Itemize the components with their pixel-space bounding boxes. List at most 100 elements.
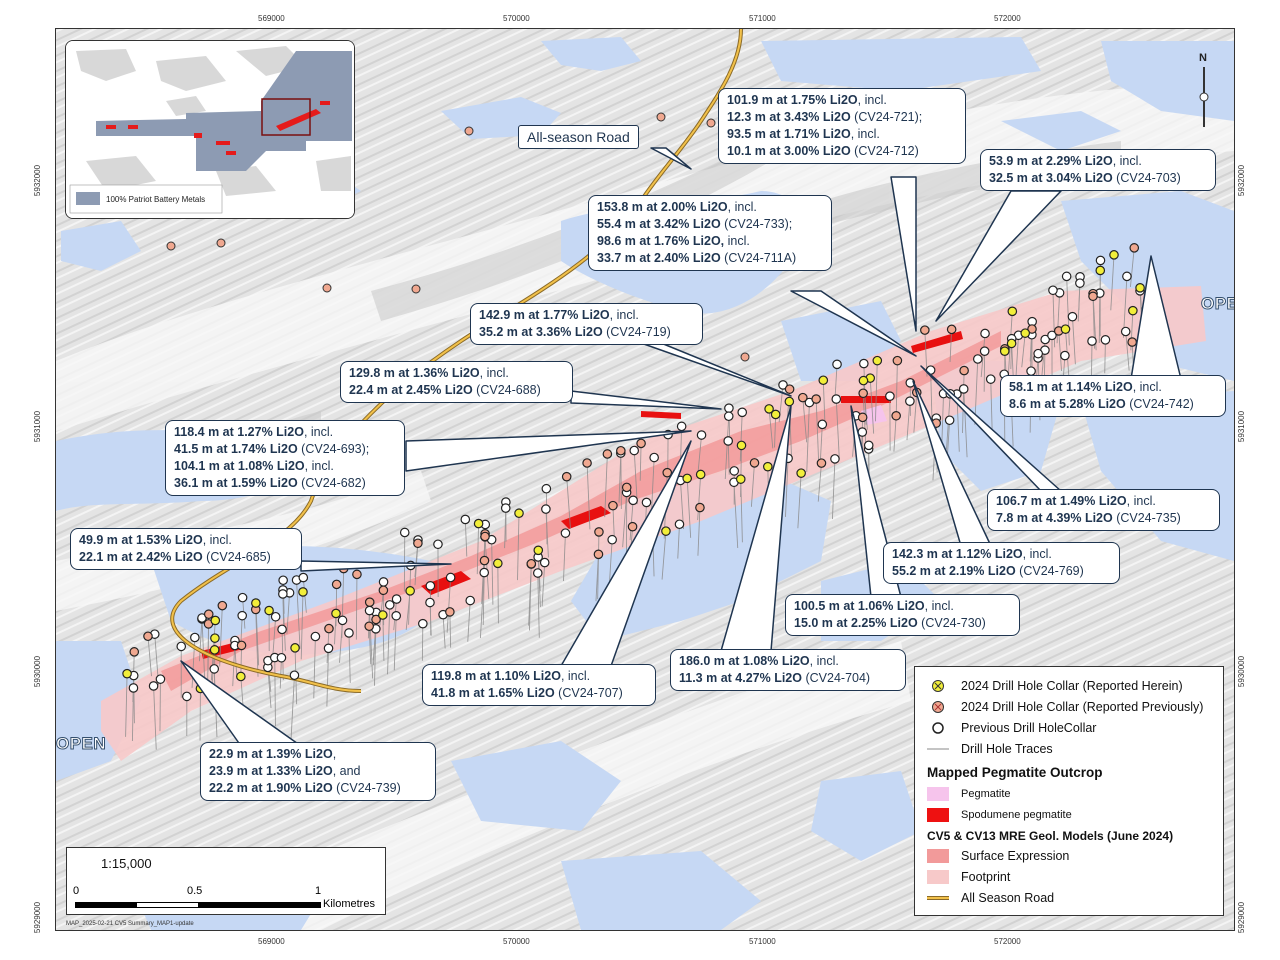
collar-old bbox=[433, 539, 443, 550]
callout-line: 22.2 m at 1.90% Li2O (CV24-739) bbox=[209, 780, 427, 797]
callout-hole: (CV24-730) bbox=[917, 616, 986, 630]
callout-result: 41.5 m at 1.74% Li2O bbox=[174, 442, 298, 456]
drill-trace bbox=[949, 329, 953, 363]
collar-previous bbox=[749, 458, 760, 468]
collar-previous bbox=[582, 458, 592, 468]
collar-old bbox=[344, 628, 354, 638]
drill-trace bbox=[326, 648, 329, 707]
callout-result: 186.0 m at 1.08% Li2O bbox=[679, 654, 810, 668]
leader-road bbox=[650, 147, 692, 170]
leader-c685 bbox=[300, 560, 452, 572]
collar-herein bbox=[1109, 250, 1119, 260]
drill-trace bbox=[677, 524, 680, 559]
collar-old bbox=[905, 396, 915, 406]
collar-herein bbox=[1095, 265, 1106, 276]
collar-old bbox=[148, 681, 159, 691]
callout-line: 119.8 m at 1.10% Li2O, incl. bbox=[431, 668, 647, 685]
drill-trace bbox=[774, 414, 777, 448]
callout-cv24-704: 186.0 m at 1.08% Li2O, incl.11.3 m at 4.… bbox=[670, 649, 906, 691]
collar-old bbox=[391, 610, 402, 621]
drill-trace bbox=[467, 600, 471, 642]
callout-result: 7.8 m at 4.39% Li2O bbox=[996, 511, 1113, 525]
drill-trace bbox=[895, 360, 898, 419]
drill-trace bbox=[622, 492, 628, 548]
collar-previous bbox=[602, 449, 613, 459]
collar-previous bbox=[891, 410, 901, 421]
collar-old bbox=[1120, 326, 1131, 337]
callout-hole: , incl. bbox=[1022, 547, 1052, 561]
callout-hole: (CV24-742) bbox=[1125, 397, 1194, 411]
callout-hole: , incl. bbox=[304, 459, 334, 473]
callout-result: 129.8 m at 1.36% Li2O bbox=[349, 366, 480, 380]
callout-line: 142.9 m at 1.77% Li2O, incl. bbox=[479, 307, 694, 324]
drill-trace bbox=[802, 397, 808, 443]
collar-old bbox=[859, 358, 869, 369]
callout-line: 118.4 m at 1.27% Li2O, incl. bbox=[174, 424, 396, 441]
legend-label-surface: Surface Expression bbox=[961, 849, 1070, 863]
callout-leaders bbox=[180, 147, 1182, 747]
collar-herein bbox=[405, 586, 415, 596]
legend-row-spodumene: Spodumene pegmatite bbox=[927, 808, 1072, 822]
collar-previous bbox=[143, 631, 153, 642]
collar-herein bbox=[122, 668, 132, 679]
collar-old bbox=[1067, 311, 1078, 322]
collar-old bbox=[176, 641, 187, 652]
callout-hole: , incl. bbox=[202, 533, 232, 547]
collar-old bbox=[944, 415, 955, 426]
easting-tick-570000: 570000 bbox=[503, 14, 530, 23]
drill-trace bbox=[313, 636, 316, 699]
drill-trace bbox=[290, 675, 295, 739]
drill-trace bbox=[629, 500, 634, 541]
collar-old bbox=[128, 683, 139, 693]
drill-trace bbox=[1104, 339, 1106, 374]
collar-old bbox=[399, 527, 410, 538]
map-legend: 2024 Drill Hole Collar (Reported Herein)… bbox=[914, 666, 1224, 916]
callout-cv24-703: 53.9 m at 2.29% Li2O, incl.32.5 m at 3.0… bbox=[980, 149, 1216, 191]
easting-tick-572000: 572000 bbox=[994, 14, 1021, 23]
callout-line: 41.8 m at 1.65% Li2O (CV24-707) bbox=[431, 685, 647, 702]
collar-old bbox=[500, 503, 511, 513]
drill-trace bbox=[941, 393, 944, 448]
northing-tick-5930000: 5930000 bbox=[33, 655, 43, 688]
drill-trace bbox=[962, 370, 965, 433]
collar-old bbox=[541, 504, 551, 514]
callout-result: 49.9 m at 1.53% Li2O bbox=[79, 533, 203, 547]
drill-trace bbox=[529, 564, 532, 631]
callout-result: 118.4 m at 1.27% Li2O bbox=[174, 425, 304, 439]
drill-trace bbox=[125, 673, 128, 737]
collar-old bbox=[465, 595, 476, 606]
callout-hole: (CV24-703) bbox=[1112, 171, 1181, 185]
callout-hole: , incl. bbox=[857, 93, 887, 107]
collar-herein bbox=[735, 474, 746, 484]
collar-herein bbox=[999, 346, 1010, 356]
drill-trace bbox=[563, 533, 566, 581]
collar-old bbox=[278, 589, 288, 599]
drill-trace bbox=[819, 424, 823, 465]
collar-old bbox=[817, 419, 828, 430]
drill-trace bbox=[382, 614, 385, 661]
callout-line: 93.5 m at 1.71% Li2O, incl. bbox=[727, 126, 957, 143]
drill-trace bbox=[442, 614, 446, 649]
collar-old bbox=[629, 445, 640, 456]
callout-hole: , incl. bbox=[1112, 154, 1142, 168]
callout-hole: (CV24-704) bbox=[802, 671, 871, 685]
callout-line: 142.3 m at 1.12% Li2O, incl. bbox=[892, 546, 1111, 563]
collar-old bbox=[778, 380, 788, 390]
scale-bar bbox=[75, 902, 321, 908]
spodumene-swatch bbox=[927, 808, 949, 822]
drill-trace bbox=[913, 392, 918, 433]
collar-old bbox=[237, 592, 248, 603]
callout-hole: , incl. bbox=[1126, 494, 1156, 508]
scale-tick-half: 0.5 bbox=[187, 885, 203, 897]
callout-result: 36.1 m at 1.59% Li2O bbox=[174, 476, 298, 490]
easting-tick-571000: 571000 bbox=[749, 14, 776, 23]
northing-tick-5930000-right: 5930000 bbox=[1237, 655, 1247, 688]
callout-result: 101.9 m at 1.75% Li2O bbox=[727, 93, 858, 107]
collar-old bbox=[607, 534, 617, 545]
legend-row-pegmatite: Pegmatite bbox=[927, 787, 1011, 801]
drill-trace bbox=[484, 536, 490, 600]
collar-old bbox=[1122, 271, 1132, 282]
drill-trace bbox=[586, 462, 591, 530]
spodumene-outcrops bbox=[201, 331, 963, 659]
drill-trace bbox=[724, 416, 730, 480]
